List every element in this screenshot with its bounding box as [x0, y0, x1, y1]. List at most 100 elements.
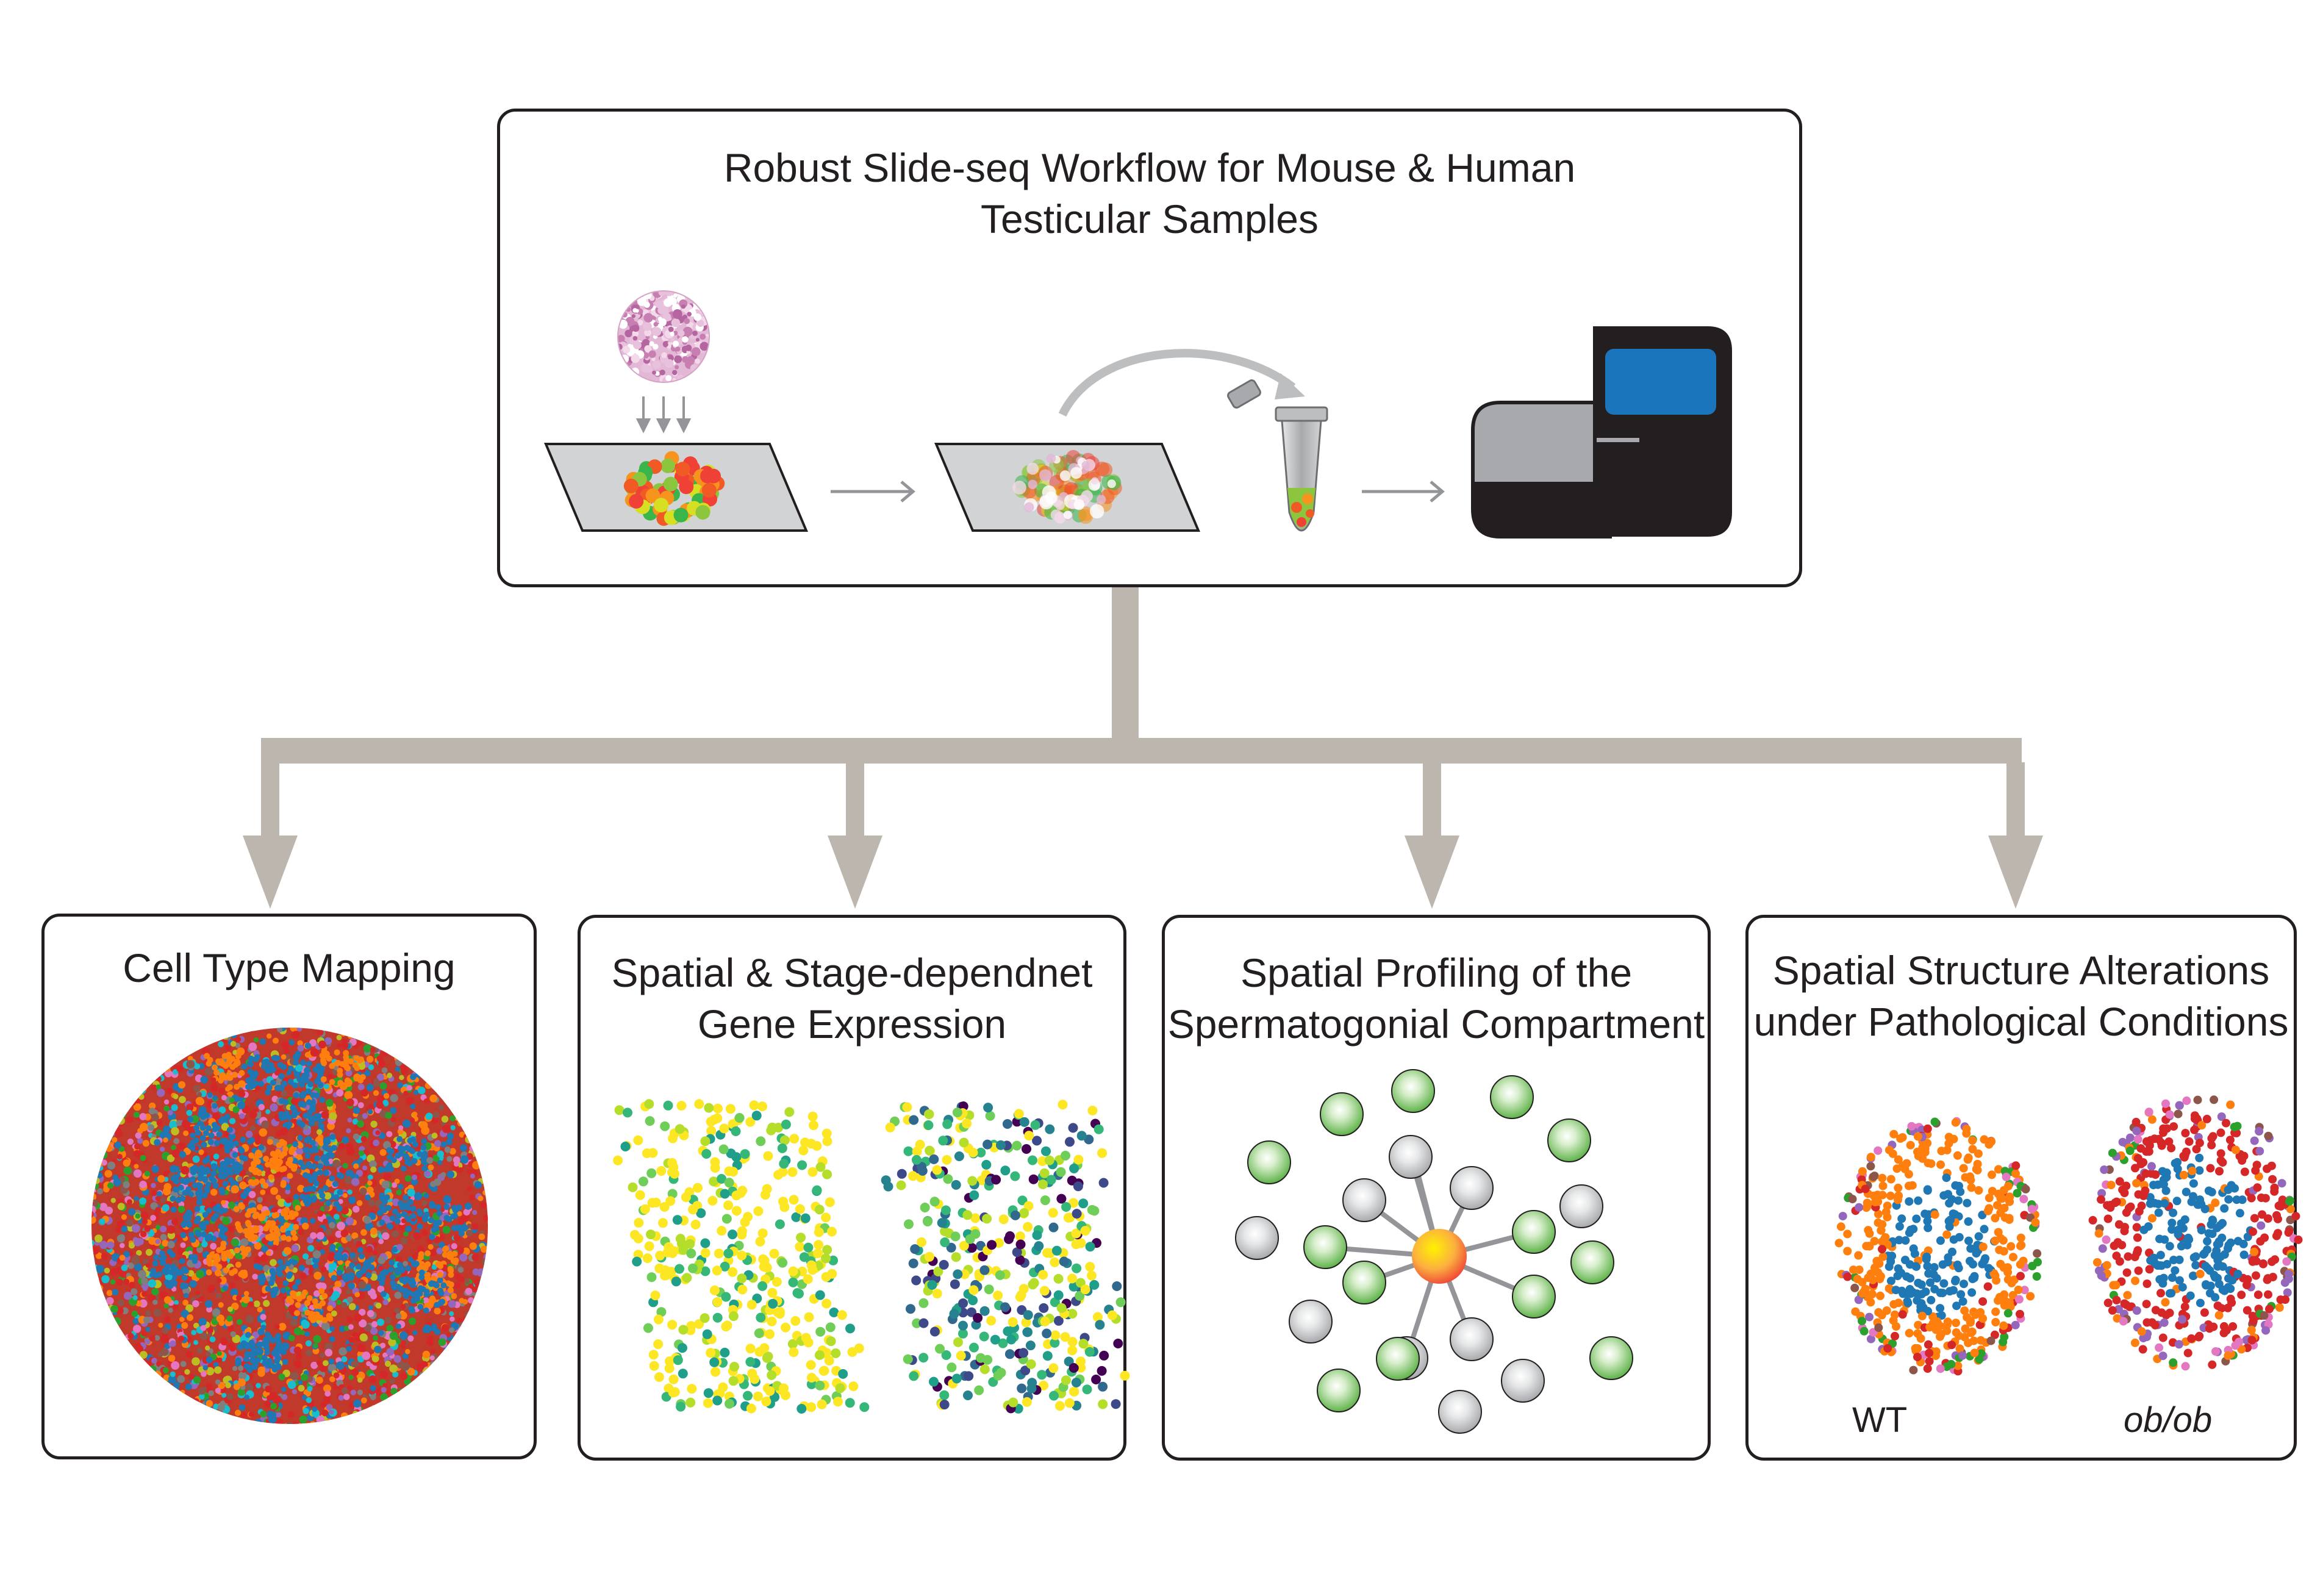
cell-dot [91, 1217, 92, 1223]
cell-dot [129, 1281, 135, 1289]
cell-dot [215, 1292, 222, 1299]
panel-4-title-line2: under Pathological Conditions [1753, 999, 2289, 1044]
cell-cluster-dot [335, 1059, 342, 1066]
cell-dot [217, 1357, 223, 1363]
cell-dot [302, 1408, 309, 1415]
cell-cluster-dot [191, 1164, 198, 1171]
expression-dot [620, 1142, 631, 1151]
expression-dot [1048, 1363, 1059, 1373]
expression-dot [664, 1363, 675, 1373]
expression-dot [847, 1347, 857, 1357]
cell-dot [334, 1281, 342, 1288]
cell-cluster-dot [421, 1138, 428, 1145]
cell-dot [460, 1155, 469, 1164]
cell-dot [121, 1264, 128, 1272]
cell-dot [205, 1345, 210, 1351]
cell-dot [168, 1342, 174, 1347]
tissue-texture [700, 334, 706, 340]
cell-dot [185, 1351, 193, 1358]
expression-dot [1111, 1399, 1121, 1409]
expression-dot [796, 1233, 806, 1243]
cell-dot [432, 1111, 440, 1118]
tissue-texture [664, 342, 668, 347]
cell-cluster-dot [194, 1206, 201, 1212]
cell-cluster-dot [342, 1253, 348, 1260]
expression-dot [993, 1290, 1003, 1301]
expression-dot [1054, 1401, 1065, 1411]
expression-dot [613, 1155, 623, 1165]
expression-dot [745, 1344, 756, 1354]
cell-dot [359, 1333, 368, 1342]
cell-dot [371, 1354, 379, 1362]
cell-dot [350, 1389, 357, 1396]
cell-dot [201, 1141, 207, 1148]
cluster-dot [1876, 1291, 1885, 1300]
cell-dot [313, 1335, 321, 1344]
cell-cluster-dot [380, 1290, 387, 1297]
panel-1-title: Cell Type Mapping [45, 942, 534, 993]
cell-cluster-dot [403, 1276, 410, 1283]
cell-dot [234, 1409, 242, 1416]
cell-cluster-dot [306, 1099, 312, 1106]
cell-cluster-dot [185, 1186, 192, 1193]
cell-cluster-dot [191, 1254, 198, 1261]
cell-dot [347, 1189, 353, 1195]
cell-dot [345, 1234, 353, 1242]
cell-dot [132, 1224, 140, 1233]
expression-dot [658, 1218, 668, 1228]
cell-dot [412, 1174, 418, 1181]
cell-cluster-dot [187, 1116, 194, 1123]
expression-dot [939, 1390, 950, 1400]
cell-cluster-dot [412, 1141, 419, 1148]
expression-dot [838, 1369, 848, 1379]
expression-dot [1030, 1120, 1040, 1130]
cell-cluster-dot [263, 1156, 270, 1162]
cluster-dot [1988, 1170, 1996, 1179]
cell-cluster-dot [398, 1286, 404, 1293]
cell-cluster-dot [222, 1181, 229, 1187]
cell-dot [107, 1182, 114, 1189]
cell-cluster-dot [259, 1279, 265, 1286]
cell-cluster-dot [321, 1048, 328, 1055]
cell-cluster-dot [388, 1259, 395, 1266]
cell-cluster-dot [424, 1276, 431, 1282]
expression-dot [1049, 1390, 1059, 1401]
cell-dot [360, 1136, 367, 1142]
cell-cluster-dot [423, 1289, 430, 1295]
expression-dot [935, 1344, 945, 1354]
expression-dot [1050, 1330, 1061, 1340]
cell-dot [387, 1073, 393, 1078]
cell-cluster-dot [256, 1204, 263, 1211]
expression-dot [1098, 1399, 1108, 1409]
cell-cluster-dot [229, 1270, 235, 1276]
expression-dot [725, 1104, 736, 1114]
expression-dot [967, 1176, 978, 1186]
cell-dot [390, 1107, 397, 1114]
cell-cluster-dot [323, 1160, 330, 1167]
cell-dot [382, 1100, 388, 1106]
cell-dot [325, 1228, 332, 1236]
expression-dot [767, 1316, 777, 1326]
expression-dot [1071, 1378, 1081, 1387]
cell-dot [192, 1300, 199, 1308]
cell-cluster-dot [437, 1263, 444, 1269]
expression-dot [976, 1353, 986, 1363]
cell-cluster-dot [290, 1291, 296, 1298]
cell-cluster-dot [307, 1115, 314, 1122]
expression-dot [932, 1165, 942, 1175]
transfer-arrow-icon [1058, 349, 1305, 417]
cell-dot [221, 1216, 231, 1225]
cell-dot [467, 1169, 472, 1175]
cell-cluster-dot [404, 1155, 410, 1162]
cell-dot [362, 1351, 371, 1361]
expression-dot [983, 1139, 993, 1150]
cell-dot [230, 1031, 237, 1039]
cell-dot [275, 1131, 282, 1137]
cell-dot [260, 1254, 268, 1262]
tissue-overlay [1059, 470, 1071, 481]
cell-cluster-dot [343, 1054, 349, 1061]
cell-dot [374, 1345, 382, 1354]
expression-dot [1058, 1100, 1068, 1110]
expression-dot [702, 1329, 712, 1339]
cell-dot [260, 1411, 267, 1418]
